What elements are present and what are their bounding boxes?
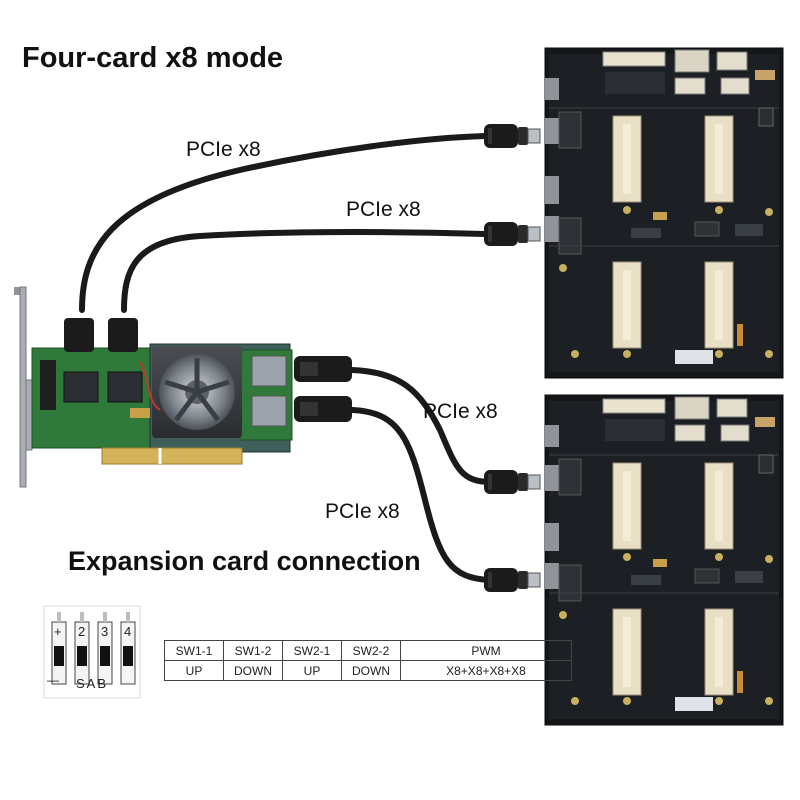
cable-label-2: PCIe x8 bbox=[346, 198, 421, 221]
table-row: UP DOWN UP DOWN X8+X8+X8+X8 bbox=[164, 660, 572, 681]
switch-number-1: + bbox=[54, 624, 62, 639]
cable-label-3: PCIe x8 bbox=[423, 400, 498, 423]
table-header-cell: SW1-1 bbox=[164, 640, 224, 661]
backplane-connector-2 bbox=[483, 221, 541, 247]
backplane-connector-1 bbox=[483, 123, 541, 149]
switch-number-4: 4 bbox=[124, 624, 131, 639]
switch-minus-label: — bbox=[47, 673, 59, 687]
table-header-cell: SW1-2 bbox=[223, 640, 283, 661]
dip-switch-illustration: + 2 3 4 — SAB bbox=[43, 605, 141, 699]
cable-2 bbox=[121, 229, 488, 313]
backplane-connector-3 bbox=[483, 469, 541, 495]
switch-number-3: 3 bbox=[101, 624, 108, 639]
card-connector-1 bbox=[294, 356, 352, 382]
backplane-connector-4 bbox=[483, 567, 541, 593]
backplane-board-bottom bbox=[544, 394, 784, 726]
cable-label-1: PCIe x8 bbox=[186, 138, 261, 161]
page-title: Four-card x8 mode bbox=[22, 42, 284, 74]
switch-settings-table: SW1-1 SW1-2 SW2-1 SW2-2 PWM UP DOWN UP D… bbox=[164, 640, 572, 681]
cable-3 bbox=[349, 367, 493, 485]
card-connector-2 bbox=[294, 396, 352, 422]
cable-1 bbox=[79, 133, 488, 313]
switch-number-2: 2 bbox=[78, 624, 85, 639]
table-header-cell: SW2-1 bbox=[282, 640, 342, 661]
table-cell: UP bbox=[164, 660, 224, 681]
table-cell: UP bbox=[282, 660, 342, 681]
section-title: Expansion card connection bbox=[68, 546, 421, 576]
table-cell: DOWN bbox=[223, 660, 283, 681]
table-header-cell: SW2-2 bbox=[341, 640, 401, 661]
cable-label-4: PCIe x8 bbox=[325, 500, 400, 523]
table-header-cell: PWM bbox=[400, 640, 572, 661]
cable-4 bbox=[349, 407, 493, 583]
switch-knob-3 bbox=[100, 646, 110, 666]
table-cell: X8+X8+X8+X8 bbox=[400, 660, 572, 681]
cables bbox=[79, 133, 493, 583]
switch-knob-1 bbox=[54, 646, 64, 666]
expansion-card bbox=[14, 286, 293, 488]
table-header-row: SW1-1 SW1-2 SW2-1 SW2-2 PWM bbox=[164, 640, 572, 661]
table-cell: DOWN bbox=[341, 660, 401, 681]
backplane-board-top bbox=[544, 47, 784, 379]
switch-position-label: SAB bbox=[76, 676, 108, 691]
switch-knob-2 bbox=[77, 646, 87, 666]
switch-knob-4 bbox=[123, 646, 133, 666]
